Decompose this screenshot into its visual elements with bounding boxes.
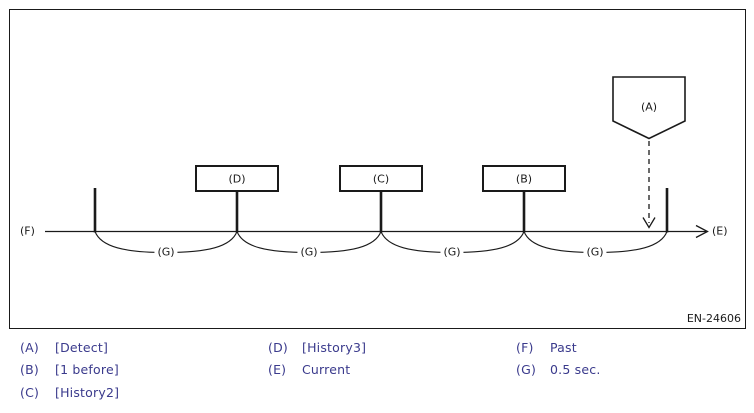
- history3-box-label: (D): [228, 172, 246, 186]
- figure-code: EN-24606: [686, 312, 741, 325]
- legend-value-c: [History2]: [55, 385, 120, 400]
- box-history2: [339, 165, 423, 192]
- detect-arrowhead-icon: [642, 217, 656, 229]
- interval-label-1: (G): [154, 246, 178, 258]
- legend-key-c: (C): [20, 385, 40, 400]
- legend-key-d: (D): [268, 340, 288, 355]
- legend-value-f: Past: [550, 340, 577, 355]
- legend-key-a: (A): [20, 340, 39, 355]
- legend-value-d: [History3]: [302, 340, 367, 355]
- box-1before: [482, 165, 566, 192]
- legend-key-f: (F): [516, 340, 534, 355]
- timeline-arrowhead-icon: [695, 224, 709, 239]
- past-axis-label: (F): [20, 224, 35, 238]
- legend-key-g: (G): [516, 362, 537, 377]
- legend-value-a: [Detect]: [55, 340, 109, 355]
- legend-value-b: [1 before]: [55, 362, 119, 377]
- detect-flag-shape: [612, 76, 686, 140]
- diagram-frame: [9, 9, 746, 329]
- detect-flag-label: (A): [640, 100, 658, 114]
- interval-label-2: (G): [297, 246, 321, 258]
- legend-value-g: 0.5 sec.: [550, 362, 601, 377]
- legend-key-b: (B): [20, 362, 39, 377]
- history2-box-label: (C): [372, 172, 390, 186]
- legend-key-e: (E): [268, 362, 287, 377]
- 1before-box-label: (B): [515, 172, 533, 186]
- current-axis-label: (E): [712, 224, 728, 238]
- legend-value-e: Current: [302, 362, 351, 377]
- box-history3: [195, 165, 279, 192]
- interval-label-4: (G): [583, 246, 607, 258]
- interval-label-3: (G): [440, 246, 464, 258]
